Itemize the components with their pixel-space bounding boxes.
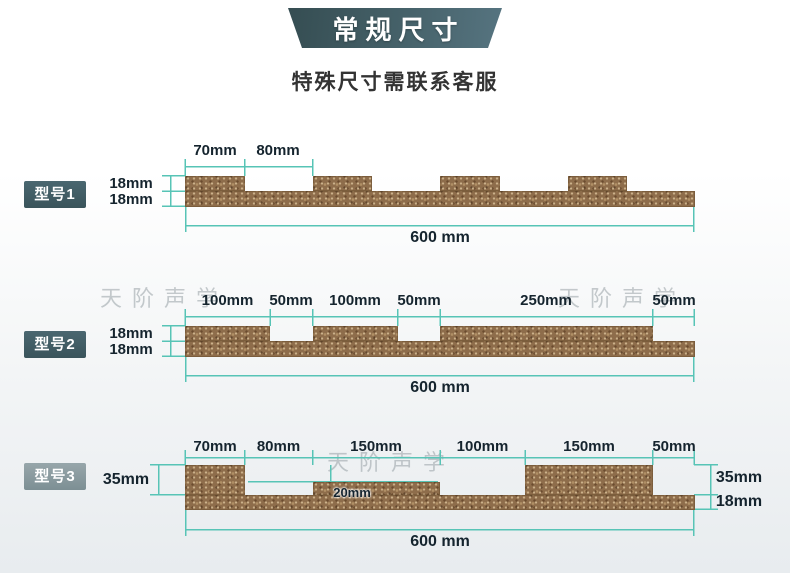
dimension-lines-model-1: [162, 159, 695, 232]
model3-top-dim-3: 150mm: [350, 438, 402, 455]
model2-top-dim-4: 50mm: [397, 292, 441, 309]
model2-top-dim-2: 50mm: [269, 292, 313, 309]
model2-panel-rib: [440, 326, 653, 341]
dimension-lines-model-3: [150, 450, 718, 536]
watermark-center: 天阶声学: [327, 450, 456, 475]
watermark-right: 天阶声学: [558, 286, 687, 311]
model2-top-dim-5: 250mm: [520, 292, 572, 309]
model2-top-dim-1: 100mm: [201, 292, 254, 309]
model1-panel-rib: [185, 176, 245, 191]
model2-left-dim-2: 18mm: [109, 341, 153, 358]
model3-panel-shallow-rib: [312, 482, 440, 495]
model1-bottom-dim: 600 mm: [410, 229, 470, 246]
model3-bottom-dim: 600 mm: [410, 533, 470, 550]
model1-badge: 型号1: [24, 181, 86, 208]
model1-left-dim-2: 18mm: [109, 191, 153, 208]
model2-top-dim-6: 50mm: [652, 292, 696, 309]
model3-left-dim: 35mm: [102, 471, 150, 488]
subtitle: 特殊尺寸需联系客服: [291, 71, 499, 94]
model2-left-dim-1: 18mm: [109, 325, 153, 342]
model1-panel-rib: [312, 176, 372, 191]
model3-badge: 型号3: [24, 463, 86, 490]
model2-panel-rib: [185, 326, 270, 341]
dimension-lines-model-2: [162, 309, 695, 382]
model1-top-dim-2: 80mm: [256, 142, 300, 159]
model2-top-dim-3: 100mm: [329, 292, 381, 309]
model3-top-dim-6: 50mm: [652, 438, 696, 455]
model2-bottom-dim: 600 mm: [410, 379, 470, 396]
model3-right-dim-2: 18mm: [715, 493, 763, 510]
watermark-left: 天阶声学: [100, 286, 229, 311]
model2-panel-base: [185, 341, 695, 357]
model3-top-dim-5: 150mm: [563, 438, 615, 455]
model3-panel-rib: [185, 465, 245, 495]
model2-badge: 型号2: [24, 331, 86, 358]
model1-panel-base: [185, 191, 695, 207]
model3-panel-base: [185, 495, 695, 510]
model3-top-dim-1: 70mm: [193, 438, 237, 455]
model3-top-dim-4: 100mm: [456, 438, 509, 455]
page-title: 常规尺寸: [332, 14, 465, 45]
model3-right-dim-1: 35mm: [715, 469, 763, 486]
model1-top-dim-1: 70mm: [193, 142, 237, 159]
model1-panel-rib: [440, 176, 500, 191]
model1-left-dim-1: 18mm: [109, 175, 153, 192]
model3-groove-depth-dim: 20mm: [333, 485, 371, 500]
model3-panel-rib: [525, 465, 653, 495]
model2-panel-rib: [312, 326, 398, 341]
model1-panel-rib: [567, 176, 627, 191]
model3-top-dim-2: 80mm: [256, 438, 301, 455]
title-banner: 常规尺寸: [288, 8, 502, 48]
